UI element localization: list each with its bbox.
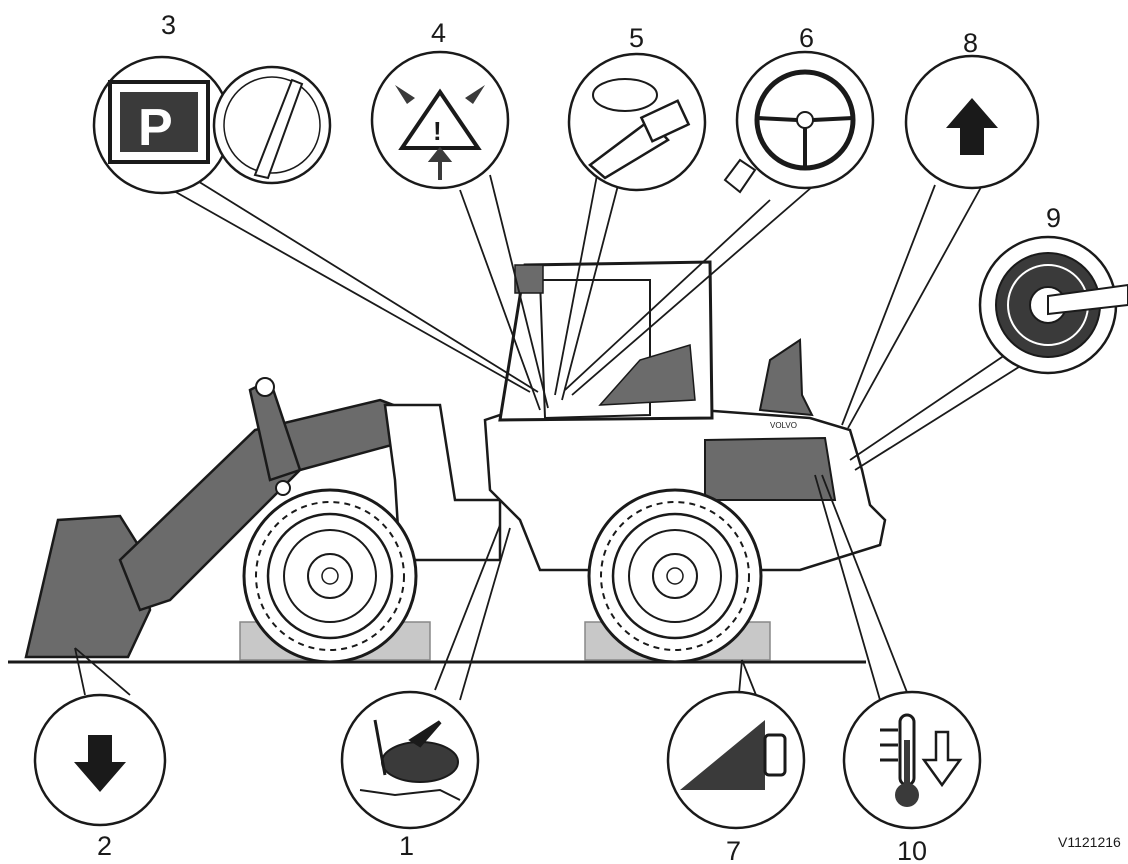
callout-number-1: 1: [399, 833, 414, 860]
steering-wheel-tag-icon: [725, 52, 873, 192]
callout-number-8: 8: [963, 30, 978, 57]
figure-reference-code: V1121216: [1058, 834, 1121, 850]
ignition-key-icon: [569, 54, 705, 190]
warning-triangle-icon: !: [372, 52, 508, 188]
svg-text:!: !: [433, 116, 442, 146]
callout-number-5: 5: [629, 25, 644, 52]
up-arrow-icon: [906, 56, 1038, 188]
front-tire: [244, 490, 416, 662]
rear-tire: [589, 490, 761, 662]
wheel-chock-icon: [668, 692, 804, 828]
callout-number-7: 7: [726, 838, 741, 864]
callout-number-6: 6: [799, 25, 814, 52]
temperature-cooling-icon: [844, 692, 980, 828]
brand-logo: VOLVO: [770, 421, 797, 430]
callout-number-2: 2: [97, 833, 112, 860]
svg-text:P: P: [138, 99, 173, 157]
exhaust-pipe-icon: [980, 237, 1128, 373]
bucket-lowered-down-arrow-icon: [35, 695, 165, 825]
exhaust-stack: [760, 340, 812, 415]
callout-number-4: 4: [431, 20, 446, 47]
callout-number-3: 3: [161, 12, 176, 39]
side-panel: [705, 438, 835, 500]
parking-brake-and-battery-switch-icon: P: [94, 57, 330, 193]
callout-number-10: 10: [897, 838, 927, 864]
engine-dipstick-check-icon: [342, 692, 478, 828]
callout-number-9: 9: [1046, 205, 1061, 232]
